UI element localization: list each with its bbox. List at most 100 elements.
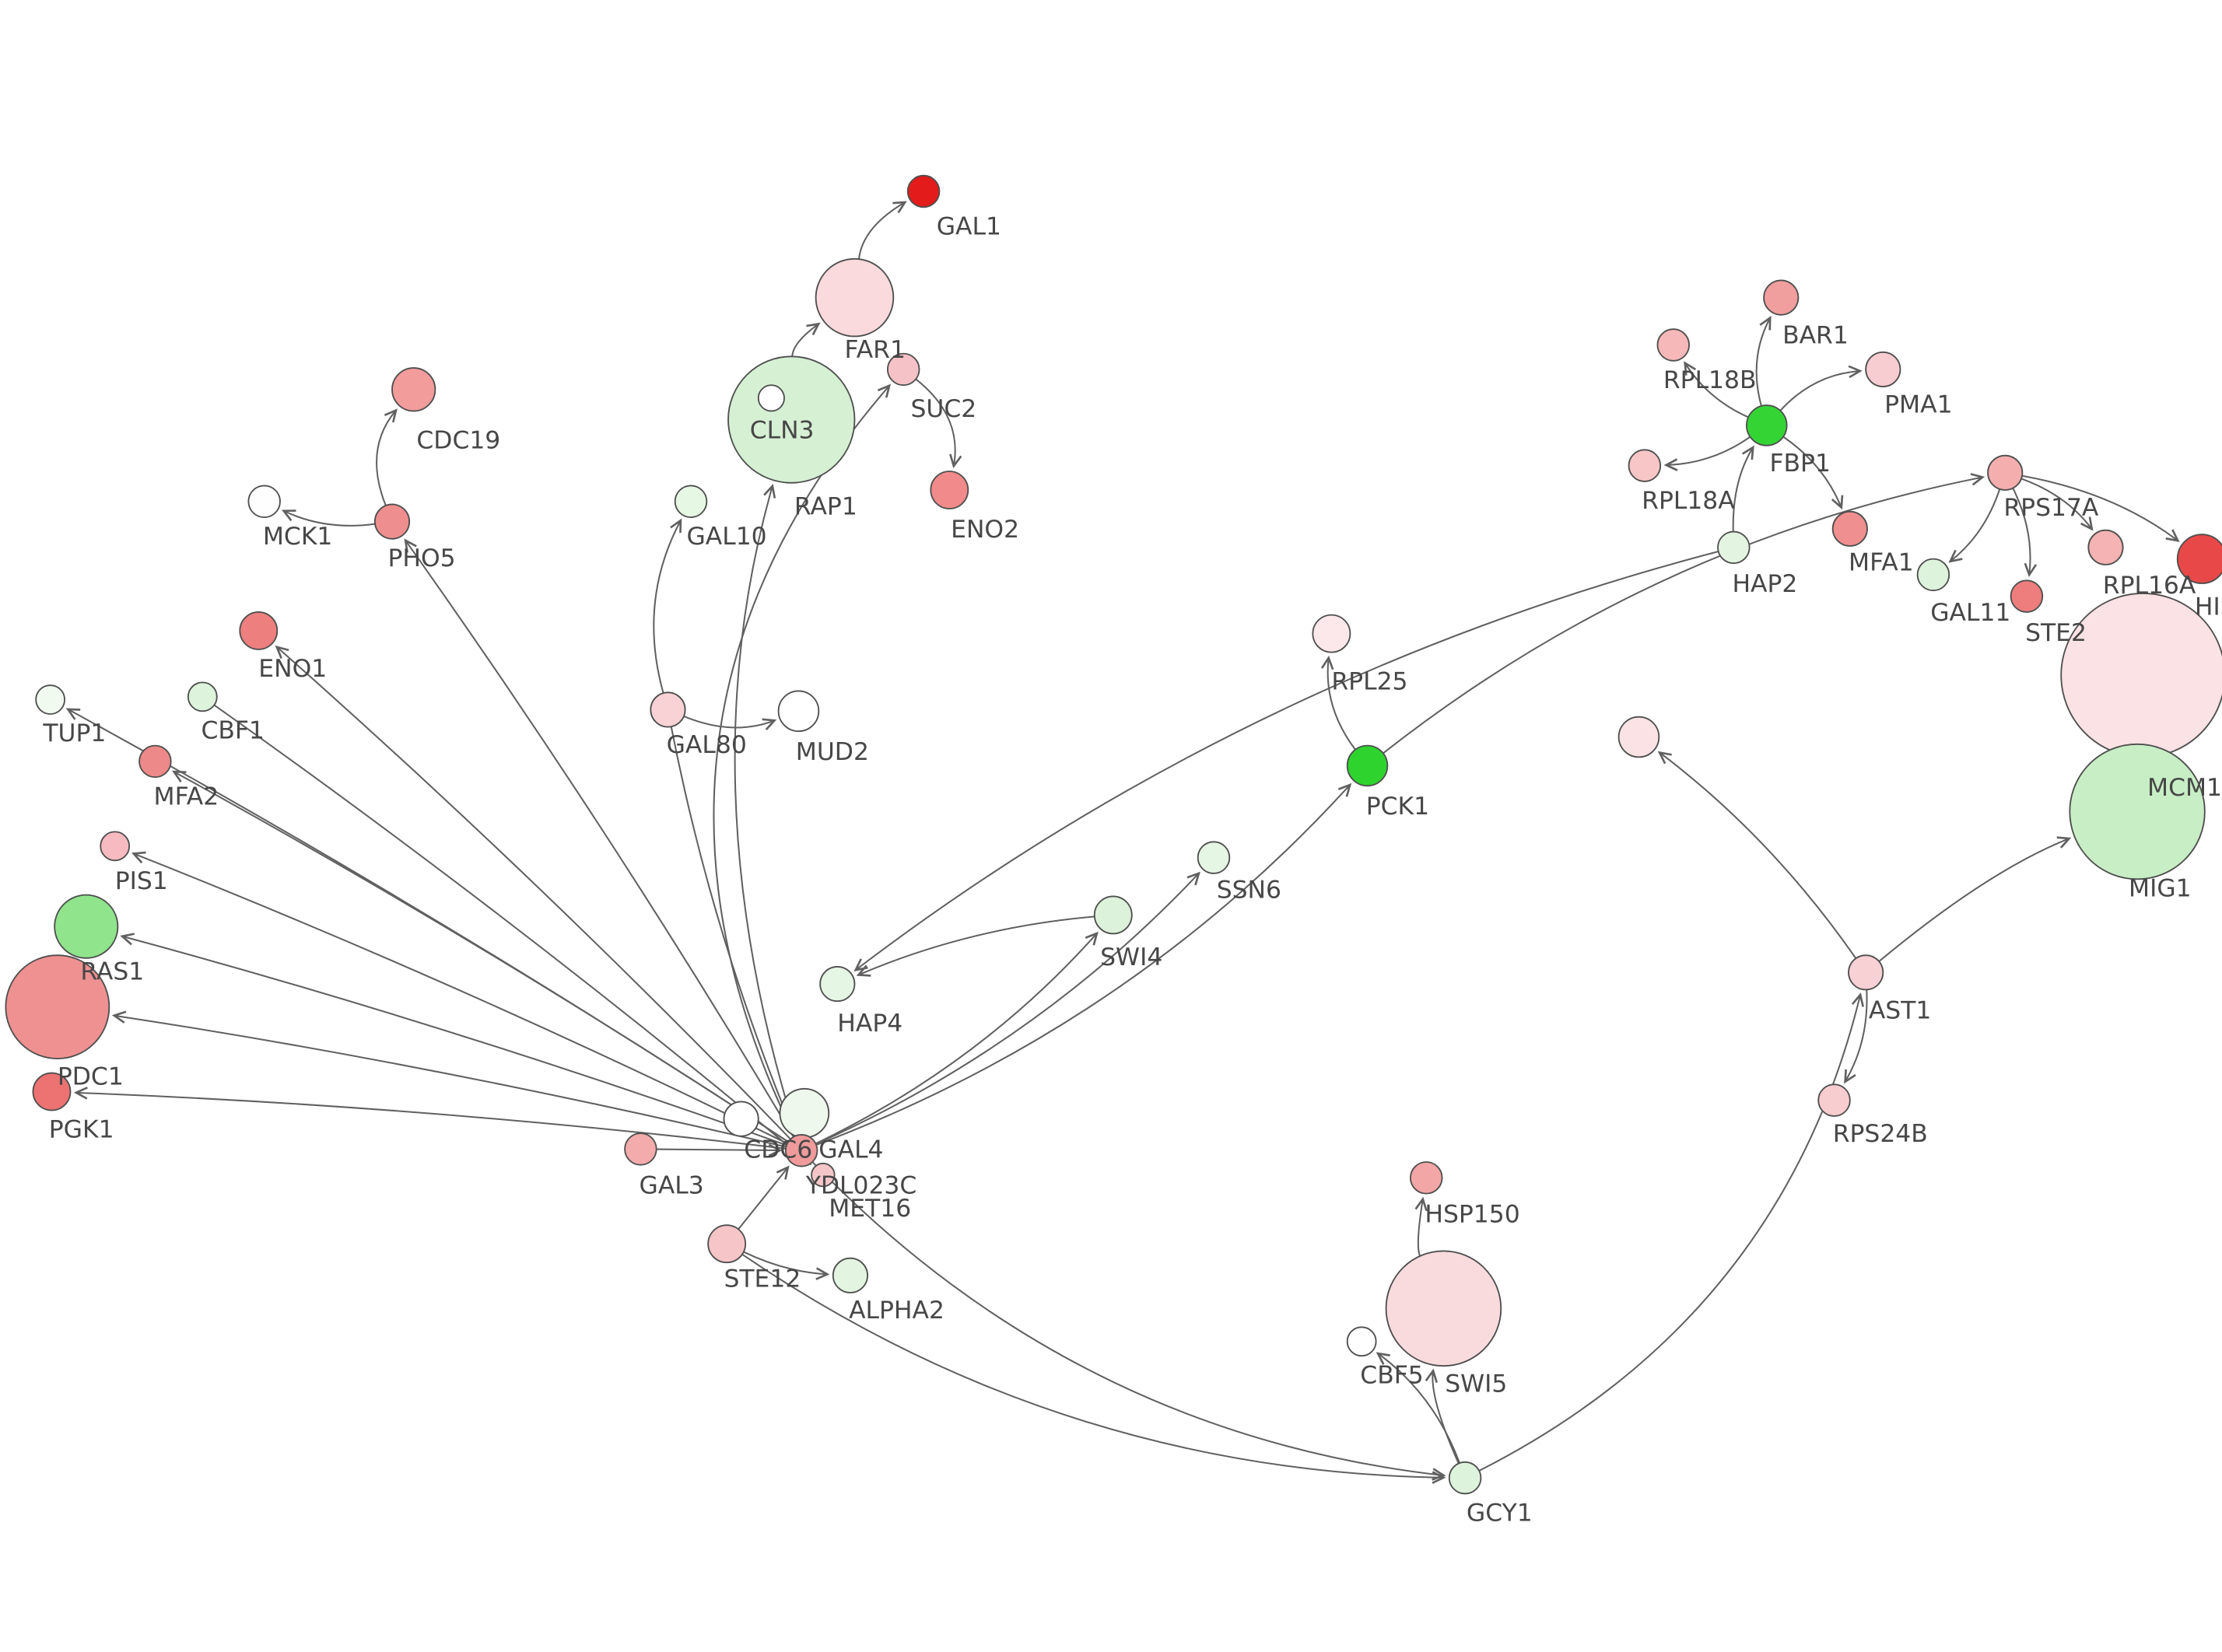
node-RPS17A[interactable] [1987,454,2024,491]
node-label-GAL1: GAL1 [937,212,1001,240]
node-PHO5[interactable] [373,503,411,540]
node-label-GCY1: GCY1 [1467,1500,1533,1528]
node-NODE_X[interactable] [1617,716,1660,758]
node-TUP1[interactable] [35,684,65,715]
node-label-SWI5: SWI5 [1445,1370,1507,1398]
node-label-HAP2: HAP2 [1732,570,1797,598]
node-SWI4[interactable] [1093,895,1133,935]
node-GAL11[interactable] [1916,558,1950,592]
node-label-CBF1: CBF1 [201,716,264,744]
node-GAL4[interactable] [784,1134,818,1167]
node-PMA1[interactable] [1865,351,1901,388]
node-MIG1[interactable] [2069,743,2206,880]
node-label-RAP1: RAP1 [794,492,857,520]
node-MET16[interactable] [811,1162,836,1188]
edge-GAL80-MUD2 [683,716,777,730]
node-label-SSN6: SSN6 [1217,876,1281,904]
node-RPL25[interactable] [1312,614,1351,653]
node-label-RAS1: RAS1 [80,958,144,986]
node-PIS1[interactable] [100,831,131,862]
edge-GAL4-MFA2 [171,770,789,1143]
node-label-ALPHA2: ALPHA2 [849,1297,945,1325]
edge-PHO5-CDC19 [376,408,398,506]
edge-CLN3-FAR1 [791,322,821,357]
node-RPL18B[interactable] [1656,328,1690,362]
node-label-GAL80: GAL80 [667,731,747,759]
edge-STE12-GCY1 [741,1253,1446,1484]
node-GAL3[interactable] [624,1132,657,1166]
edge-GAL4-TUP1 [65,708,789,1143]
edge-FBP1-PMA1 [1779,365,1863,411]
node-YDL023C[interactable] [779,1087,830,1139]
edge-PCK1-RPS17A [1383,473,1985,754]
edge-FBP1-MFA1 [1782,436,1844,510]
edge-GAL4-SWI4 [815,931,1099,1145]
node-label-HAP4: HAP4 [837,1010,902,1038]
edge-SUC2-ENO2 [915,378,962,469]
node-label-PGK1: PGK1 [49,1116,114,1144]
labels-layer: GAL1FAR1SUC2CLN3RAP1ENO2GAL10CDC19MCK1PH… [42,212,2222,1527]
edge-PHO5-MCK1 [281,509,376,527]
node-GAL80[interactable] [650,691,686,728]
edge-AST1-RPS24B [1844,989,1868,1084]
edge-RPS17A-GAL11 [1948,488,2001,563]
node-BAR1[interactable] [1763,279,1800,316]
node-RPL18A[interactable] [1628,449,1662,482]
edges-layer [65,201,2180,1484]
node-HAP4[interactable] [819,966,856,1003]
node-FBP1[interactable] [1746,404,1788,446]
node-AST1[interactable] [1848,954,1884,991]
node-GCY1[interactable] [1448,1461,1482,1495]
edge-GAL4-ENO1 [275,645,791,1140]
node-HAP2[interactable] [1717,530,1751,565]
node-label-MCK1: MCK1 [263,523,333,551]
node-STE12[interactable] [707,1224,747,1264]
node-CDC6[interactable] [723,1101,759,1137]
nodes-layer [5,174,2222,1495]
node-RAS1[interactable] [54,894,119,959]
edge-STE12-GAL4 [738,1165,790,1230]
node-CBF5[interactable] [1346,1326,1377,1357]
node-CDC19[interactable] [391,367,436,412]
node-MFA1[interactable] [1831,510,1868,547]
edge-PCK1-RPL25 [1320,655,1356,751]
node-MFA2[interactable] [138,744,172,779]
node-FAR1[interactable] [815,257,895,338]
edge-GAL4-PGK1 [73,1087,787,1150]
node-RPL16A[interactable] [2087,529,2124,565]
node-label-RPL18B: RPL18B [1663,366,1757,394]
edge-FBP1-RPL18B [1684,361,1749,418]
node-label-STE12: STE12 [724,1265,801,1293]
node-SUC2[interactable] [887,352,920,387]
node-label-CDC19: CDC19 [416,426,500,454]
node-label-YDL023C: YDL023C [805,1172,917,1200]
node-label-PHO5: PHO5 [387,544,455,572]
node-RPS24B[interactable] [1817,1083,1851,1117]
node-CBF1[interactable] [187,681,218,712]
node-GAL10[interactable] [674,485,708,519]
edge-FBP1-RPL18A [1663,436,1751,471]
node-RAP1[interactable] [757,384,785,412]
node-ALPHA2[interactable] [832,1257,868,1293]
node-STE2[interactable] [2010,579,2044,613]
node-PCK1[interactable] [1346,744,1389,787]
node-SSN6[interactable] [1197,841,1231,874]
node-label-HSP150: HSP150 [1425,1201,1519,1229]
node-PGK1[interactable] [32,1072,72,1111]
node-PDC1[interactable] [5,954,110,1060]
node-SWI5[interactable] [1385,1250,1502,1367]
edge-CBF1-MET16 [213,704,812,1166]
node-label-GAL4: GAL4 [818,1136,883,1164]
node-ENO1[interactable] [239,611,279,650]
node-label-RPL25: RPL25 [1331,668,1407,696]
node-label-GAL10: GAL10 [686,523,766,551]
node-CLN3[interactable] [727,355,856,484]
node-MUD2[interactable] [777,690,820,733]
node-ENO2[interactable] [930,471,969,509]
node-GAL1[interactable] [906,174,941,208]
node-HSP150[interactable] [1410,1161,1443,1195]
node-MCK1[interactable] [247,485,281,519]
node-label-MUD2: MUD2 [796,738,869,766]
node-HIS4[interactable] [2176,534,2222,584]
